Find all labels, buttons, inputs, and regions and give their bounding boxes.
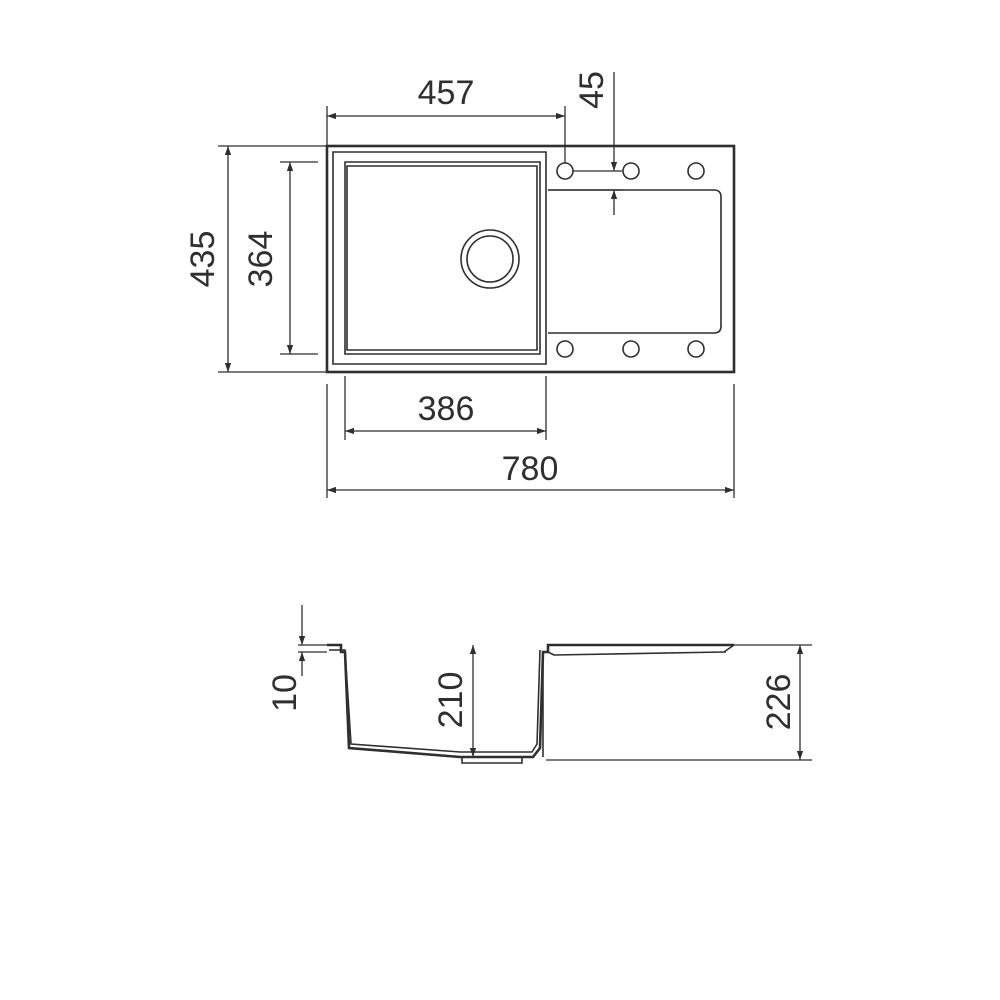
dim-label-10: 10 (266, 674, 304, 712)
drain-outer (460, 229, 520, 289)
tap-hole (556, 162, 574, 180)
top-view: 457 45 435 364 386 780 (184, 71, 736, 498)
drain-inner (466, 235, 514, 283)
dim-label-457: 457 (418, 74, 475, 112)
drain-stub (461, 757, 523, 764)
dim-label-226: 226 (760, 674, 798, 731)
dim-label-780: 780 (502, 450, 559, 488)
tap-hole (687, 162, 705, 180)
bowl-rim-inner (344, 161, 541, 355)
bowl-basin (346, 165, 538, 351)
tap-hole (687, 340, 705, 358)
dim-label-364: 364 (242, 231, 280, 288)
sink-profile-inner (329, 649, 541, 753)
tap-hole (622, 340, 640, 358)
dim-label-435: 435 (184, 231, 222, 288)
dim-label-45: 45 (573, 71, 611, 109)
tap-hole (556, 340, 574, 358)
tap-hole (622, 162, 640, 180)
sink-outline (325, 144, 736, 374)
side-view: 10 210 226 (266, 605, 812, 764)
sink-profile-outer (327, 643, 734, 759)
drainer-profile (547, 644, 735, 656)
dim-label-386: 386 (418, 390, 475, 428)
dim-label-210: 210 (432, 672, 470, 729)
bowl-rim-outer (332, 151, 547, 365)
drainer-board (548, 189, 722, 334)
